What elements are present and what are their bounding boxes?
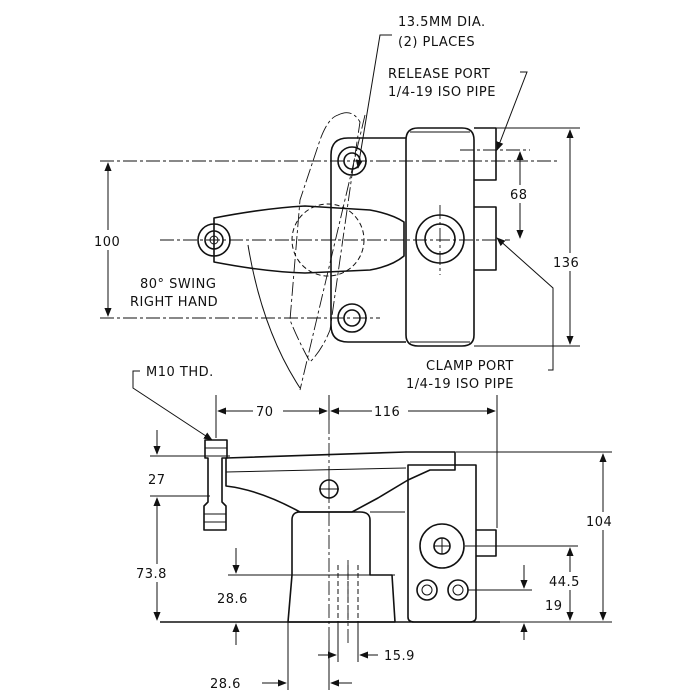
dim-28-6-height: 28.6 [217, 592, 248, 607]
dim-104: 104 [586, 515, 612, 530]
spindle-bolt [203, 439, 228, 531]
release-port-boss [474, 127, 497, 181]
release-port-line1: RELEASE PORT [388, 67, 490, 82]
dim-70: 70 [256, 405, 274, 420]
dim-15-9: 15.9 [384, 649, 415, 664]
dim-73-8: 73.8 [136, 567, 167, 582]
dim-116: 116 [374, 405, 400, 420]
dim-68: 68 [510, 188, 528, 203]
dim-100: 100 [94, 235, 120, 250]
front-mount-hole-2 [447, 579, 469, 601]
dim-44-5: 44.5 [549, 575, 580, 590]
hole-dia-line2: (2) PLACES [398, 35, 475, 50]
clamp-port-line2: 1/4-19 ISO PIPE [406, 377, 514, 392]
hole-dia-line1: 13.5MM DIA. [398, 15, 486, 30]
swing-line2: RIGHT HAND [130, 295, 218, 310]
swing-phantom-outline [289, 112, 361, 363]
dim-28-6-bottom: 28.6 [210, 677, 241, 692]
front-view: 70 116 27 73.8 28.6 104 44.5 19 [132, 365, 620, 692]
swing-arm-top [213, 205, 405, 274]
spindle-housing [287, 511, 396, 623]
thread-label: M10 THD. [146, 365, 214, 380]
dim-136: 136 [553, 256, 579, 271]
clamp-arm-front [225, 451, 456, 513]
swing-line1: 80° SWING [140, 277, 216, 292]
body-block-top [405, 127, 475, 347]
release-port-line2: 1/4-19 ISO PIPE [388, 85, 496, 100]
dim-19: 19 [545, 599, 563, 614]
clamp-port-boss [474, 206, 497, 271]
front-port-circle [419, 523, 465, 569]
top-view: 100 68 136 13.5MM DIA. (2) PLACES RELEAS… [94, 15, 588, 392]
clamp-port-line1: CLAMP PORT [426, 359, 514, 374]
front-mount-hole-1 [416, 579, 438, 601]
dim-27: 27 [148, 473, 166, 488]
